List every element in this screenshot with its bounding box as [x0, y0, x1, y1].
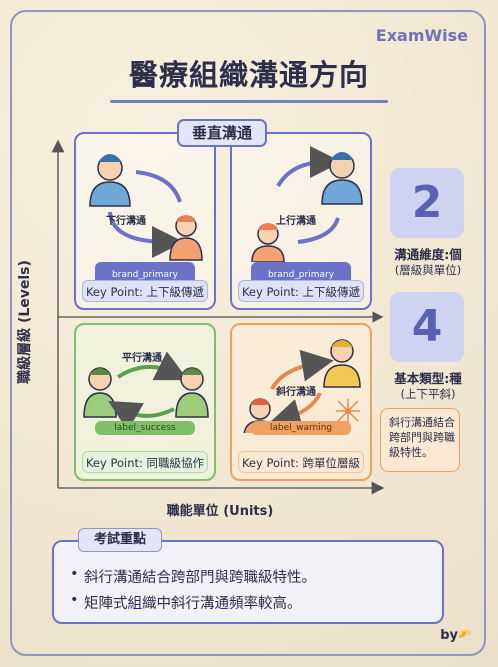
- exam-point: 矩陣式組織中斜行溝通頻率較高。: [70, 592, 301, 613]
- doctor-icon: [175, 367, 209, 418]
- arrow-icon: [108, 400, 175, 431]
- brand-logo: ExamWise: [375, 26, 468, 45]
- key-point: Key Point: 同職級協作: [82, 451, 208, 473]
- quadrant-tag: label_warning: [251, 421, 351, 435]
- stat-types-label: 基本類型:種: [394, 371, 462, 386]
- nurse-icon: [251, 223, 285, 262]
- arrow-icon: [276, 146, 342, 188]
- page-title: 醫療組織溝通方向: [128, 58, 369, 92]
- arrow-icon: [135, 170, 182, 203]
- doctor-icon: [323, 339, 361, 388]
- quadrant-upward: 上行溝通 brand_primary Key Point: 上下級傳遞: [230, 132, 372, 310]
- key-point: Key Point: 上下級傳遞: [82, 280, 208, 302]
- stat-dimensions-label: 溝通維度:個: [394, 247, 462, 262]
- stat-dimensions-value: 2: [390, 168, 464, 238]
- doctor-icon: [321, 152, 363, 205]
- doctor-icon: [89, 154, 131, 207]
- quadrant-title: 斜行溝通: [276, 387, 316, 398]
- x-axis-label: 職能單位 (Units): [166, 504, 274, 519]
- arrow-icon: [270, 349, 334, 390]
- downward-illustration: [89, 154, 203, 261]
- quadrant-diagonal: 斜行溝通 label_warning Key Point: 跨單位層級: [230, 323, 372, 481]
- nurse-icon: [169, 215, 203, 261]
- doctor-icon: [83, 367, 117, 418]
- title-underline: [110, 100, 388, 103]
- horizontal-illustration: [83, 351, 209, 431]
- stat-types-sub: (上下平斜): [400, 387, 456, 401]
- quadrant-title: 平行溝通: [122, 353, 162, 364]
- upward-illustration: [251, 146, 363, 262]
- key-point: Key Point: 跨單位層級: [238, 451, 364, 473]
- frame-border: [10, 10, 486, 656]
- byline: by: [440, 628, 458, 643]
- quadrant-title: 上行溝通: [276, 216, 316, 227]
- arrow-icon: [108, 211, 184, 258]
- stat-types-value: 4: [390, 292, 464, 362]
- key-point: Key Point: 上下級傳遞: [238, 280, 364, 302]
- arrow-icon: [116, 351, 189, 381]
- stat-dimensions-sub: (層級與單位): [394, 263, 462, 277]
- y-axis-label: 職級層級 (Levels): [17, 260, 33, 384]
- exam-point: 斜行溝通結合跨部門與跨職級特性。: [70, 566, 316, 587]
- vertical-communication-header: 垂直溝通: [177, 119, 267, 147]
- quadrant-tag: label_success: [95, 421, 195, 435]
- arrow-icon: [268, 392, 322, 430]
- quadrant-downward: 下行溝通 brand_primary Key Point: 上下級傳遞: [74, 132, 216, 310]
- exam-points-title: 考試重點: [78, 528, 162, 552]
- arrow-icon: [297, 217, 340, 244]
- banana-icon: 🍌: [455, 624, 472, 639]
- network-icon: [336, 399, 360, 423]
- quadrant-title: 下行溝通: [106, 216, 146, 227]
- diagonal-note: 斜行溝通結合跨部門與跨職級特性。: [380, 408, 460, 472]
- quadrant-horizontal: 平行溝通 label_success Key Point: 同職級協作: [74, 323, 216, 481]
